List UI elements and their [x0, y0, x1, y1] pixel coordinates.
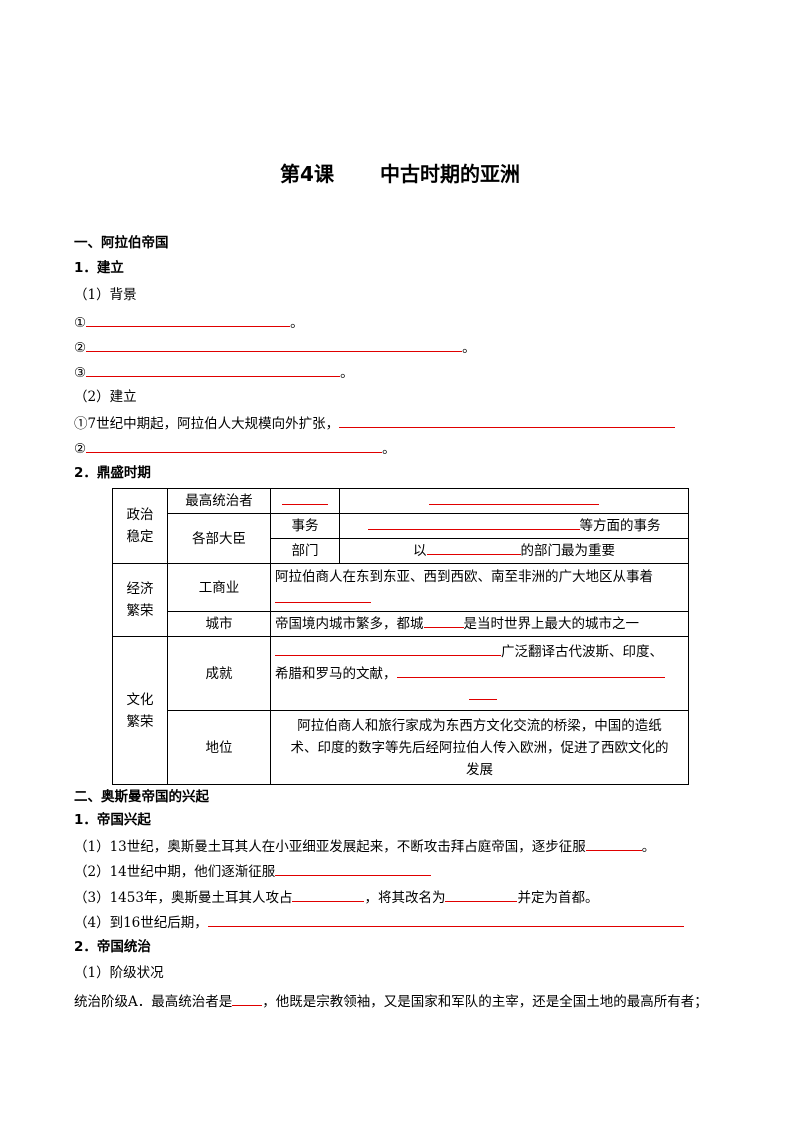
- answer-blank[interactable]: [86, 337, 463, 352]
- dept-content: 以的部门最为重要: [339, 538, 689, 564]
- answer-blank[interactable]: [367, 515, 580, 530]
- subsection-rule: 2．帝国统治: [74, 939, 151, 955]
- answer-blank[interactable]: [426, 540, 521, 555]
- ruler-label: 最高统治者: [167, 488, 271, 514]
- rise-item-2: （2）14世纪中期，他们逐渐征服: [74, 861, 432, 881]
- subsection-rise: 1．帝国兴起: [74, 812, 151, 828]
- page-title: 第4课 中古时期的亚洲: [0, 158, 800, 187]
- ruler-answer-cell: [270, 488, 340, 514]
- rise-item-1: （1）13世纪，奥斯曼土耳其人在小亚细亚发展起来，不断攻击拜占庭帝国，逐步征服。: [74, 836, 655, 856]
- background-item-3: ③。: [74, 362, 354, 382]
- lesson-number: 第4课: [280, 162, 334, 186]
- status-label: 地位: [167, 710, 271, 785]
- establish-item-2: ②。: [74, 438, 396, 458]
- city-label: 城市: [167, 611, 271, 637]
- answer-blank[interactable]: [339, 413, 676, 428]
- answer-blank[interactable]: [275, 588, 371, 603]
- answer-blank[interactable]: [423, 613, 464, 628]
- answer-blank[interactable]: [585, 836, 642, 851]
- subsection-establish: 1．建立: [74, 260, 124, 276]
- establish-label: （2）建立: [74, 389, 137, 405]
- affairs-label: 事务: [270, 513, 340, 539]
- answer-blank[interactable]: [275, 861, 432, 876]
- answer-blank[interactable]: [445, 887, 518, 902]
- status-content: 阿拉伯商人和旅行家成为东西方文化交流的桥梁，中国的造纸 术、印度的数字等先后经阿…: [270, 710, 689, 785]
- peak-period-table: 政治稳定 最高统治者 各部大臣 事务 等方面的事务 部门 以的部门最为重要 经济…: [112, 488, 689, 785]
- economy-cell: 经济繁荣: [112, 563, 168, 637]
- lesson-topic: 中古时期的亚洲: [379, 162, 520, 186]
- answer-blank[interactable]: [275, 641, 501, 656]
- section-2-heading: 二、奥斯曼帝国的兴起: [74, 789, 209, 805]
- background-item-1: ①。: [74, 312, 304, 332]
- establish-item-1: ①7世纪中期起，阿拉伯人大规模向外扩张，: [74, 413, 676, 433]
- class-label: （1）阶级状况: [74, 965, 164, 981]
- answer-blank[interactable]: [86, 312, 291, 327]
- answer-blank[interactable]: [282, 490, 328, 505]
- subsection-peak: 2．鼎盛时期: [74, 465, 151, 481]
- answer-blank[interactable]: [469, 685, 497, 700]
- rise-item-4: （4）到16世纪后期，: [74, 912, 684, 932]
- answer-blank[interactable]: [86, 362, 341, 377]
- section-1-heading: 一、阿拉伯帝国: [74, 235, 169, 251]
- commerce-label: 工商业: [167, 563, 271, 612]
- answer-blank[interactable]: [292, 887, 365, 902]
- achievement-label: 成就: [167, 636, 271, 711]
- answer-blank[interactable]: [232, 991, 263, 1006]
- commerce-content: 阿拉伯商人在东到东亚、西到西欧、南至非洲的广大地区从事着: [270, 563, 689, 612]
- background-label: （1）背景: [74, 287, 137, 303]
- background-item-2: ②。: [74, 337, 476, 357]
- ministers-label: 各部大臣: [167, 513, 271, 564]
- answer-blank[interactable]: [86, 438, 383, 453]
- rise-item-3: （3）1453年，奥斯曼土耳其人攻占，将其改名为并定为首都。: [74, 887, 598, 907]
- dept-label: 部门: [270, 538, 340, 564]
- politics-cell: 政治稳定: [112, 488, 168, 564]
- answer-blank[interactable]: [207, 912, 684, 927]
- answer-blank[interactable]: [396, 663, 665, 678]
- city-content: 帝国境内城市繁多，都城是当时世界上最大的城市之一: [270, 611, 689, 637]
- affairs-content: 等方面的事务: [339, 513, 689, 539]
- achievement-content: 广泛翻译古代波斯、印度、 希腊和罗马的文献，: [270, 636, 689, 711]
- ruler-answer-cell-2: [339, 488, 689, 514]
- culture-cell: 文化繁荣: [112, 636, 168, 785]
- answer-blank[interactable]: [429, 490, 599, 505]
- ruling-class-line: 统治阶级A．最高统治者是，他既是宗教领袖，又是国家和军队的主宰，还是全国土地的最…: [74, 991, 708, 1011]
